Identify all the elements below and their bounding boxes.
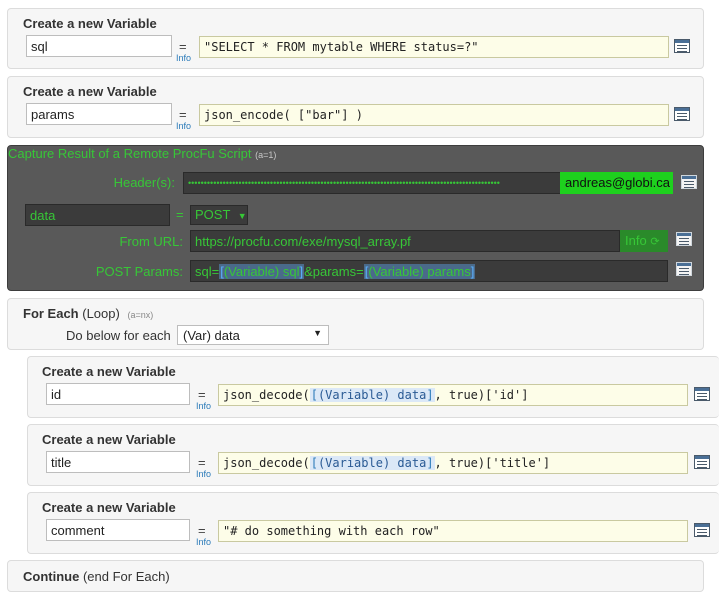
- expression-field[interactable]: "# do something with each row": [218, 520, 688, 542]
- headers-masked-field[interactable]: ••••••••••••••••••••••••••••••••••••••••…: [183, 172, 561, 194]
- info-link[interactable]: Info: [176, 121, 192, 131]
- variable-chip-label: (Variable) data: [317, 456, 427, 470]
- block-title-text: Capture Result of a Remote ProcFu Script: [8, 146, 252, 161]
- edit-list-icon[interactable]: [694, 455, 710, 469]
- variable-chip[interactable]: [(Variable) sql]: [219, 264, 305, 279]
- info-link[interactable]: Info: [196, 469, 212, 479]
- create-variable-block-params: Create a new Variable params = Info json…: [7, 76, 704, 138]
- variable-name-input[interactable]: sql: [26, 35, 172, 57]
- for-each-loop-block: For Each (Loop) (a=nx) Do below for each…: [7, 298, 704, 350]
- expr-prefix: json_decode(: [223, 388, 310, 402]
- edit-list-icon[interactable]: [681, 175, 697, 189]
- expression-field[interactable]: json_decode([(Variable) data], true)['id…: [218, 384, 688, 406]
- equals-sign: =: [198, 387, 206, 402]
- expression-field[interactable]: json_encode( ["bar"] ): [199, 104, 669, 126]
- continue-block: Continue (end For Each): [7, 560, 704, 592]
- edit-list-icon[interactable]: [674, 39, 690, 53]
- create-variable-block-comment: Create a new Variable comment = Info "# …: [27, 492, 719, 554]
- variable-chip[interactable]: [(Variable) data]: [309, 388, 435, 402]
- refresh-icon: ⟳: [650, 236, 660, 248]
- equals-sign: =: [198, 455, 206, 470]
- edit-list-icon[interactable]: [674, 107, 690, 121]
- info-button-label: Info: [625, 233, 647, 248]
- variable-name-input[interactable]: comment: [46, 519, 190, 541]
- variable-chip[interactable]: [(Variable) params]: [363, 264, 476, 279]
- equals-sign: =: [176, 207, 184, 222]
- variable-chip-label: (Variable) data: [317, 388, 427, 402]
- block-title-text: Continue: [23, 569, 80, 584]
- select-value: (Var) data: [183, 328, 240, 343]
- capture-remote-script-block: Capture Result of a Remote ProcFu Script…: [7, 145, 704, 291]
- block-subtitle: (a=1): [255, 150, 277, 160]
- block-title: For Each (Loop) (a=nx): [23, 306, 153, 321]
- method-select[interactable]: POST ▼: [190, 205, 248, 225]
- expr-suffix: , true)['id']: [434, 388, 529, 402]
- block-title-suffix: (Loop): [82, 306, 120, 321]
- post-params-text-2: &params=: [304, 264, 364, 279]
- do-below-label: Do below for each: [66, 328, 171, 343]
- dropdown-arrow-icon: ▼: [237, 211, 247, 221]
- expr-prefix: json_decode(: [223, 456, 310, 470]
- equals-sign: =: [179, 107, 187, 122]
- expression-field[interactable]: "SELECT * FROM mytable WHERE status=?": [199, 36, 669, 58]
- block-subtitle: (a=nx): [127, 310, 154, 320]
- block-title-suffix: (end For Each): [82, 569, 170, 584]
- block-title: Continue (end For Each): [23, 569, 170, 584]
- for-each-select[interactable]: (Var) data ▼: [177, 325, 329, 345]
- block-title: Create a new Variable: [23, 84, 157, 99]
- variable-name-input[interactable]: id: [46, 383, 190, 405]
- block-title: Capture Result of a Remote ProcFu Script…: [8, 146, 703, 161]
- expression-field[interactable]: json_decode([(Variable) data], true)['ti…: [218, 452, 688, 474]
- info-link[interactable]: Info: [176, 53, 192, 63]
- info-link[interactable]: Info: [196, 537, 212, 547]
- edit-list-icon[interactable]: [676, 232, 692, 246]
- variable-chip-label: (Variable) sql: [223, 264, 300, 279]
- equals-sign: =: [198, 523, 206, 538]
- block-title: Create a new Variable: [23, 16, 157, 31]
- block-title: Create a new Variable: [42, 364, 176, 379]
- headers-label: Header(s):: [113, 175, 175, 190]
- create-variable-block-sql: Create a new Variable sql = Info "SELECT…: [7, 8, 704, 69]
- info-link[interactable]: Info: [196, 401, 212, 411]
- edit-list-icon[interactable]: [694, 387, 710, 401]
- variable-chip[interactable]: [(Variable) data]: [309, 456, 435, 470]
- headers-user-badge[interactable]: andreas@globi.ca: [560, 172, 673, 194]
- post-params-field[interactable]: sql=[(Variable) sql]&params=[(Variable) …: [190, 260, 668, 282]
- create-variable-block-id: Create a new Variable id = Info json_dec…: [27, 356, 719, 418]
- expr-suffix: , true)['title']: [434, 456, 551, 470]
- edit-list-icon[interactable]: [694, 523, 710, 537]
- post-params-label: POST Params:: [95, 264, 183, 279]
- block-title-text: For Each: [23, 306, 79, 321]
- variable-name-input[interactable]: title: [46, 451, 190, 473]
- from-url-label: From URL:: [119, 234, 183, 249]
- dropdown-arrow-icon: ▼: [313, 328, 322, 338]
- block-title: Create a new Variable: [42, 500, 176, 515]
- block-title: Create a new Variable: [42, 432, 176, 447]
- method-value: POST: [195, 207, 231, 222]
- result-variable-input[interactable]: data: [25, 204, 170, 226]
- info-button[interactable]: Info ⟳: [620, 230, 668, 252]
- from-url-field[interactable]: https://procfu.com/exe/mysql_array.pf: [190, 230, 620, 252]
- variable-name-input[interactable]: params: [26, 103, 172, 125]
- edit-list-icon[interactable]: [676, 262, 692, 276]
- equals-sign: =: [179, 39, 187, 54]
- post-params-text-1: sql=: [195, 264, 220, 279]
- create-variable-block-title: Create a new Variable title = Info json_…: [27, 424, 719, 486]
- variable-chip-label: (Variable) params: [368, 264, 471, 279]
